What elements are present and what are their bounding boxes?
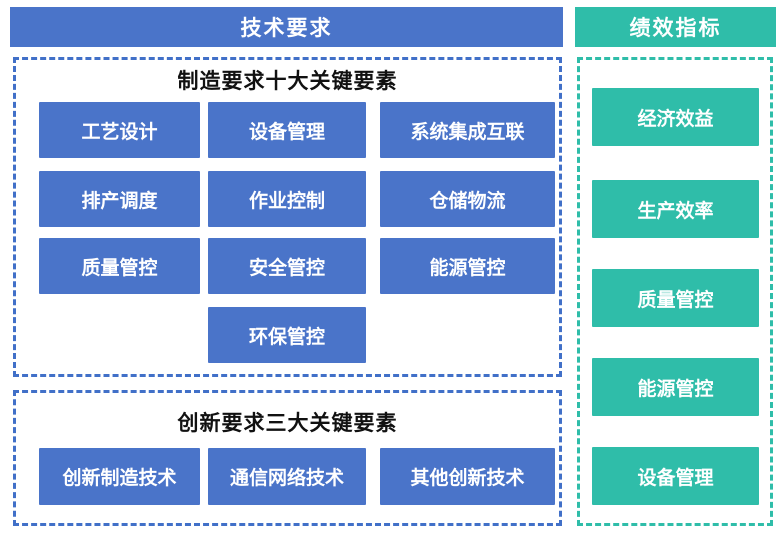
kpi-item-equipment-management: 设备管理 xyxy=(592,447,759,505)
kpi-item-production-efficiency: 生产效率 xyxy=(592,180,759,238)
mfg-item-quality-control: 质量管控 xyxy=(39,238,200,294)
kpi-item-quality-control: 质量管控 xyxy=(592,269,759,327)
kpi-item-energy-control: 能源管控 xyxy=(592,358,759,416)
manufacturing-section-title: 制造要求十大关键要素 xyxy=(177,70,398,93)
inno-item-communication-network-tech: 通信网络技术 xyxy=(208,448,366,505)
technical-requirements-header: 技术要求 xyxy=(10,7,563,47)
mfg-item-process-design: 工艺设计 xyxy=(39,102,200,158)
mfg-item-production-scheduling: 排产调度 xyxy=(39,171,200,227)
inno-item-other-innovation-tech: 其他创新技术 xyxy=(380,448,555,505)
mfg-item-equipment-management: 设备管理 xyxy=(208,102,366,158)
mfg-item-safety-control: 安全管控 xyxy=(208,238,366,294)
innovation-section-title: 创新要求三大关键要素 xyxy=(177,412,398,435)
mfg-item-energy-control: 能源管控 xyxy=(380,238,555,294)
kpi-item-economic-benefit: 经济效益 xyxy=(592,88,759,146)
performance-indicators-header: 绩效指标 xyxy=(575,7,776,47)
mfg-item-operation-control: 作业控制 xyxy=(208,171,366,227)
mfg-item-warehouse-logistics: 仓储物流 xyxy=(380,171,555,227)
inno-item-innovative-manufacturing-tech: 创新制造技术 xyxy=(39,448,200,505)
mfg-item-environmental-control: 环保管控 xyxy=(208,307,366,363)
mfg-item-system-integration: 系统集成互联 xyxy=(380,102,555,158)
